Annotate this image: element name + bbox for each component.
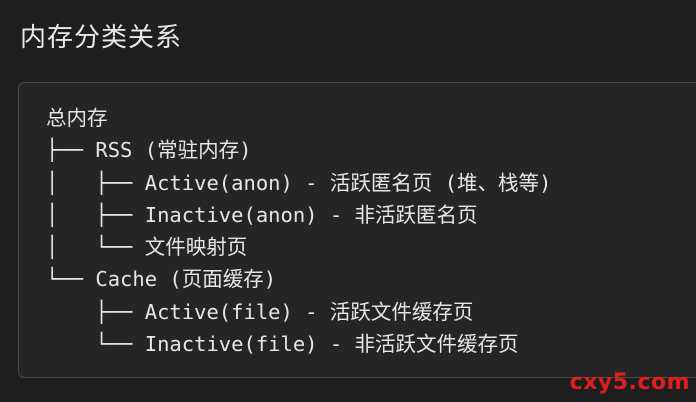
site-watermark: cxy5.com xyxy=(569,370,690,395)
tree-line-file-mapped: │ └── 文件映射页 xyxy=(46,235,248,260)
memory-tree: 总内存 ├── RSS (常驻内存) │ ├── Active(anon) - 活跃… xyxy=(46,102,551,360)
tree-line-active-anon: │ ├── Active(anon) - 活跃匿名页 (堆、栈等) xyxy=(46,170,552,195)
tree-line-root: 总内存 xyxy=(46,106,108,130)
section-heading: 内存分类关系 xyxy=(20,23,183,53)
tree-line-inactive-anon: │ ├── Inactive(anon) - 非活跃匿名页 xyxy=(46,202,478,227)
tree-line-active-file: ├── Active(file) - 活跃文件缓存页 xyxy=(46,299,474,324)
tree-line-inactive-file: └── Inactive(file) - 非活跃文件缓存页 xyxy=(46,332,519,357)
code-block: 总内存 ├── RSS (常驻内存) │ ├── Active(anon) - 活跃… xyxy=(18,82,696,378)
tree-line-cache: └── Cache (页面缓存) xyxy=(46,267,277,292)
tree-line-rss: ├── RSS (常驻内存) xyxy=(46,138,252,163)
